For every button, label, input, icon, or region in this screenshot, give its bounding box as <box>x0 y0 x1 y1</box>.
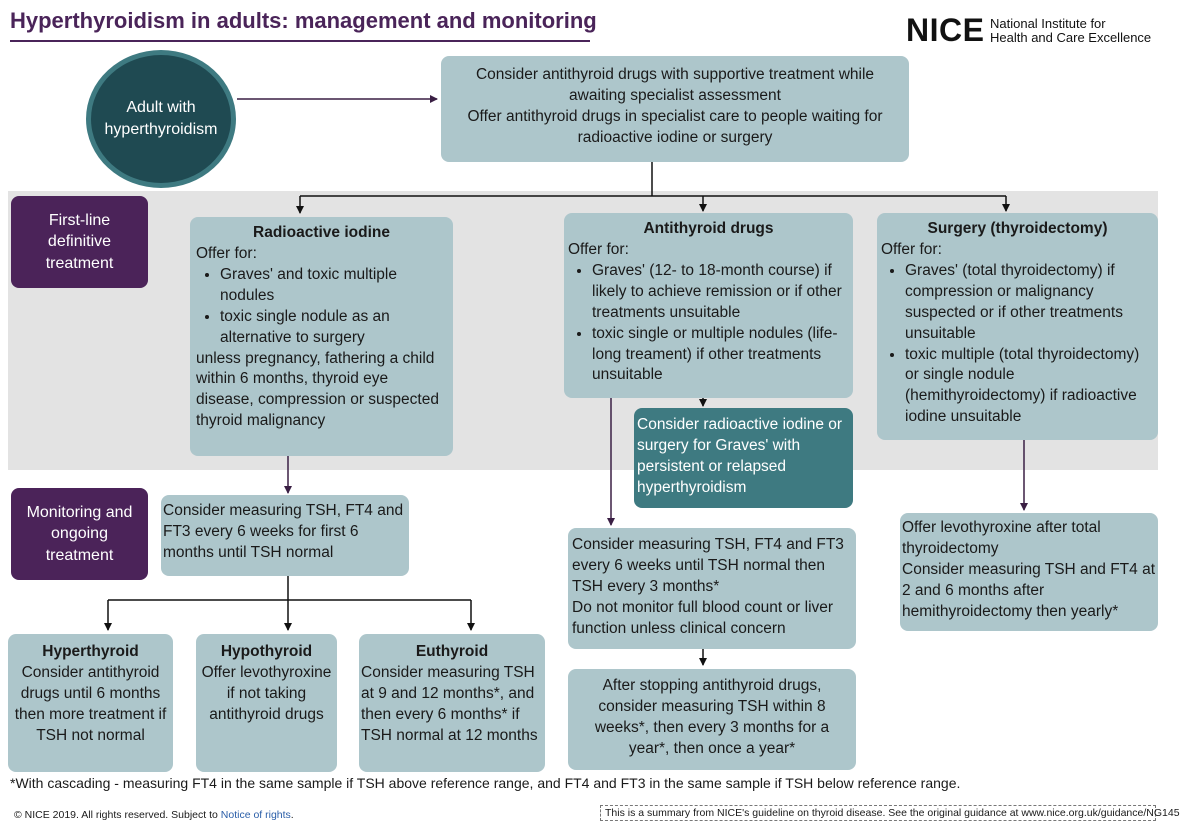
atd-monitoring-line1: Consider measuring TSH, FT4 and FT3 ever… <box>572 536 844 595</box>
surgery-offer: Offer for: <box>881 240 942 258</box>
hyperthyroid-body: Consider antithyroid drugs until 6 month… <box>14 663 167 744</box>
hypothyroid-body: Offer levothyroxine if not taking antith… <box>201 663 332 723</box>
initial-line2: Offer antithyroid drugs in specialist ca… <box>467 107 883 146</box>
initial-line1: Consider antithyroid drugs with supporti… <box>475 66 875 104</box>
radioactive-iodine-heading: Radioactive iodine <box>253 224 390 241</box>
list-item: Graves' (total thyroidectomy) if compres… <box>905 261 1154 345</box>
logo-line1: National Institute for <box>990 16 1106 31</box>
radioactive-iodine-list: Graves' and toxic multiple nodules toxic… <box>196 265 447 349</box>
summary-note: This is a summary from NICE's guideline … <box>600 805 1180 821</box>
initial-treatment-box: Consider antithyroid drugs with supporti… <box>441 56 909 162</box>
euthyroid-box: Euthyroid Consider measuring TSH at 9 an… <box>359 634 545 772</box>
surgery-box: Surgery (thyroidectomy) Offer for: Grave… <box>877 213 1158 440</box>
antithyroid-drugs-heading: Antithyroid drugs <box>643 220 774 237</box>
radioactive-iodine-offer: Offer for: <box>196 244 257 262</box>
start-node: Adult with hyperthyroidism <box>86 50 236 188</box>
page-title: Hyperthyroidism in adults: management an… <box>10 8 597 33</box>
atd-monitoring-line2: Do not monitor full blood count or liver… <box>572 598 834 637</box>
list-item: Graves' (12- to 18-month course) if like… <box>592 261 849 324</box>
surgery-monitoring-line2: Consider measuring TSH and FT4 at 2 and … <box>902 560 1155 620</box>
hyperthyroid-box: Hyperthyroid Consider antithyroid drugs … <box>8 634 173 772</box>
hypothyroid-heading: Hypothyroid <box>220 643 313 660</box>
nice-logo: NICE National Institute for Health and C… <box>906 10 1156 50</box>
after-stopping-box: After stopping antithyroid drugs, consid… <box>568 669 856 770</box>
copyright: © NICE 2019. All rights reserved. Subjec… <box>14 809 294 821</box>
logo-line2: Health and Care Excellence <box>990 30 1152 45</box>
copyright-text: © NICE 2019. All rights reserved. Subjec… <box>14 809 218 821</box>
logo-mark: NICE <box>906 12 985 48</box>
antithyroid-drugs-offer: Offer for: <box>568 240 629 258</box>
title-underline <box>10 40 590 42</box>
hypothyroid-box: Hypothyroid Offer levothyroxine if not t… <box>196 634 337 772</box>
surgery-list: Graves' (total thyroidectomy) if compres… <box>881 261 1154 428</box>
footnote: *With cascading - measuring FT4 in the s… <box>10 775 961 791</box>
list-item: toxic multiple (total thyroidectomy) or … <box>905 345 1154 429</box>
radioactive-iodine-tail: unless pregnancy, fathering a child with… <box>196 349 439 430</box>
radioactive-iodine-box: Radioactive iodine Offer for: Graves' an… <box>190 217 453 456</box>
list-item: toxic single nodule as an alternative to… <box>220 307 447 349</box>
list-item: Graves' and toxic multiple nodules <box>220 265 447 307</box>
consider-radioactive-or-surgery-box: Consider radioactive iodine or surgery f… <box>634 408 853 508</box>
first-line-label: First-line definitive treatment <box>11 196 148 288</box>
surgery-heading: Surgery (thyroidectomy) <box>927 220 1108 237</box>
notice-of-rights-link[interactable]: Notice of rights <box>220 809 291 821</box>
antithyroid-drugs-box: Antithyroid drugs Offer for: Graves' (12… <box>564 213 853 398</box>
surgery-monitoring-box: Offer levothyroxine after total thyroide… <box>900 513 1158 631</box>
euthyroid-body: Consider measuring TSH at 9 and 12 month… <box>361 663 538 744</box>
ri-monitoring-box: Consider measuring TSH, FT4 and FT3 ever… <box>161 495 409 576</box>
monitoring-label: Monitoring and ongoing treatment <box>11 488 148 580</box>
antithyroid-drugs-list: Graves' (12- to 18-month course) if like… <box>568 261 849 387</box>
hyperthyroid-heading: Hyperthyroid <box>42 643 139 660</box>
euthyroid-heading: Euthyroid <box>415 643 489 660</box>
surgery-monitoring-line1: Offer levothyroxine after total thyroide… <box>902 519 1101 557</box>
atd-monitoring-box: Consider measuring TSH, FT4 and FT3 ever… <box>568 528 856 649</box>
list-item: toxic single or multiple nodules (life-l… <box>592 324 849 387</box>
